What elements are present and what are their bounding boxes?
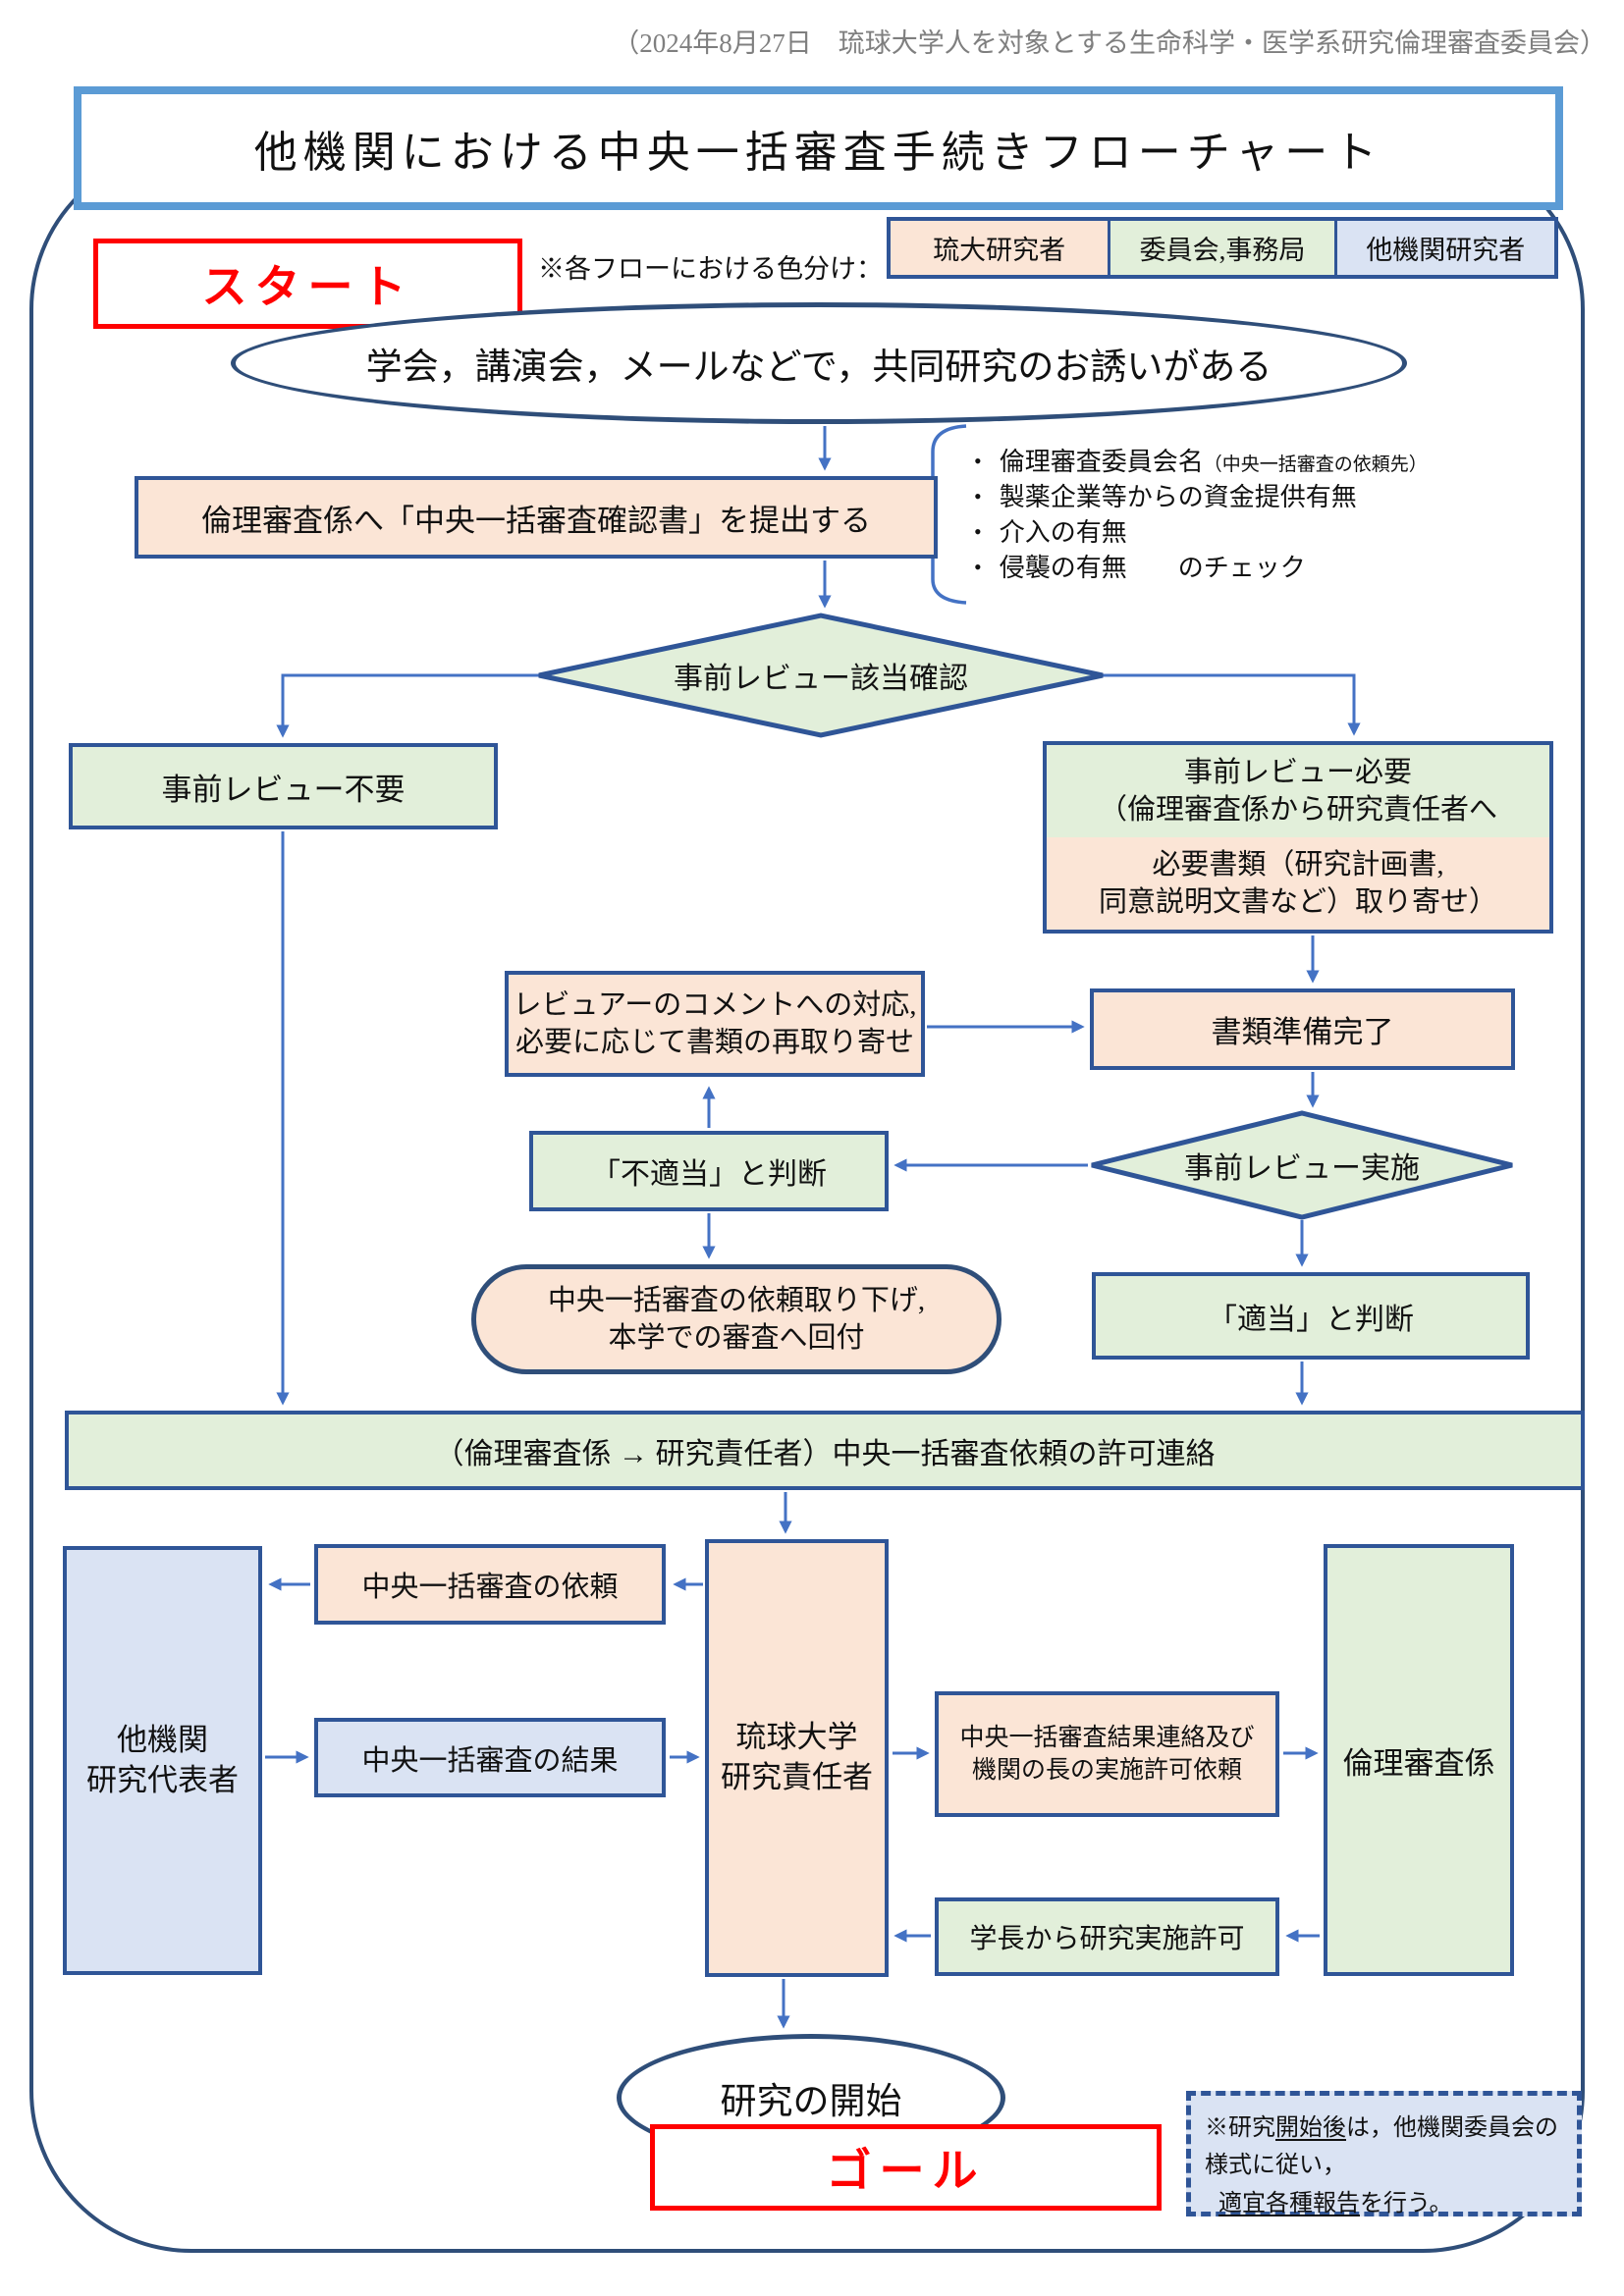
node-judged-inappropriate: 「不適当」と判断 [529, 1131, 889, 1211]
node-prereview-not-needed: 事前レビュー不要 [69, 743, 498, 829]
node-permission-bar: （倫理審査係 → 研究責任者）中央一括審査依頼の許可連絡 [65, 1411, 1585, 1490]
legend-item-committee: 委員会,事務局 [1108, 221, 1334, 275]
diamond-prereview-conduct [1091, 1110, 1513, 1220]
goal-badge: ゴール [650, 2124, 1162, 2211]
text-line: 琉球大学 [735, 1720, 858, 1755]
checklist-item-text: 侵襲の有無 のチェック [999, 554, 1306, 582]
checklist-item: 製薬企業等からの資金提供有無 [974, 477, 1428, 512]
checklist-item-text: 製薬企業等からの資金提供有無 [999, 483, 1357, 511]
node-docs-ready: 書類準備完了 [1090, 988, 1515, 1070]
checklist-item: 侵襲の有無 のチェック [974, 548, 1428, 583]
checklist-item-note: （中央一括審査の依頼先） [1203, 454, 1428, 475]
node-prereview-needed-text: 事前レビュー必要 （倫理審査係から研究責任者へ [1047, 745, 1549, 837]
text-line: 事前レビュー必要 [1183, 756, 1412, 788]
node-prereview-check-label: 事前レビュー該当確認 [674, 663, 968, 695]
node-reviewer-comment: レビュアーのコメントへの対応, 必要に応じて書類の再取り寄せ [505, 971, 925, 1077]
node-invitation: 学会，講演会，メールなどで，共同研究のお誘いがある [231, 302, 1407, 424]
note-text: は，他機関委員会の様式に従い， [1205, 2115, 1558, 2179]
node-president-permission: 学長から研究実施許可 [935, 1897, 1279, 1976]
checklist-item: 倫理審査委員会名 （中央一括審査の依頼先） [974, 442, 1428, 477]
checklist: 倫理審査委員会名 （中央一括審査の依頼先） 製薬企業等からの資金提供有無 介入の… [974, 442, 1428, 583]
node-central-review-request: 中央一括審査の依頼 [314, 1544, 666, 1625]
node-judged-appropriate: 「適当」と判断 [1092, 1272, 1530, 1360]
legend: 琉大研究者 委員会,事務局 他機関研究者 [887, 217, 1558, 279]
text-line: 同意説明文書など）取り寄せ） [1098, 886, 1497, 918]
note-text-underlined: 適宜各種報告 [1218, 2190, 1360, 2216]
node-ryukyu-pi: 琉球大学 研究責任者 [705, 1539, 889, 1977]
node-submit-form: 倫理審査係へ「中央一括審査確認書」を提出する [135, 476, 938, 559]
node-withdraw: 中央一括審査の依頼取り下げ, 本学での審査へ回付 [471, 1264, 1001, 1374]
legend-item-ryudai: 琉大研究者 [891, 221, 1109, 275]
node-central-review-result: 中央一括審査の結果 [314, 1718, 666, 1797]
node-prereview-needed: 事前レビュー必要 （倫理審査係から研究責任者へ 必要書類（研究計画書, 同意説明… [1043, 741, 1553, 934]
text-line: 中央一括審査の依頼取り下げ, [547, 1284, 926, 1316]
post-start-note: ※研究開始後は，他機関委員会の様式に従い， 適宜各種報告を行う。 [1186, 2091, 1582, 2216]
page-title: 他機関における中央一括審査手続きフローチャート [74, 86, 1563, 210]
text-line: 必要書類（研究計画書, [1152, 848, 1444, 881]
note-text-underlined: 開始後 [1275, 2115, 1346, 2141]
header-credit: （2024年8月27日 琉球大学人を対象とする生命科学・医学系研究倫理審査委員会… [613, 28, 1606, 58]
start-badge: スタート [93, 239, 522, 329]
text-line: （倫理審査係から研究責任者へ [1098, 794, 1497, 826]
text-line: 機関の長の実施許可依頼 [971, 1757, 1242, 1784]
legend-item-other-institution: 他機関研究者 [1333, 221, 1554, 275]
node-documents-fetch: 必要書類（研究計画書, 同意説明文書など）取り寄せ） [1047, 837, 1549, 930]
node-result-notice: 中央一括審査結果連絡及び 機関の長の実施許可依頼 [935, 1691, 1279, 1817]
node-ethics-section: 倫理審査係 [1324, 1544, 1514, 1976]
text-line: 必要に応じて書類の再取り寄せ [514, 1027, 914, 1058]
text-line: 中央一括審査結果連絡及び [959, 1725, 1255, 1751]
text-line: レビュアーのコメントへの対応, [513, 988, 917, 1021]
node-prereview-conduct-label: 事前レビュー実施 [1184, 1152, 1420, 1185]
checklist-item-text: 介入の有無 [999, 518, 1127, 547]
node-other-institution-pi: 他機関 研究代表者 [63, 1546, 262, 1975]
text-line: 研究代表者 [86, 1762, 239, 1797]
diamond-prereview-check [538, 613, 1104, 738]
text-line: 研究責任者 [721, 1760, 873, 1794]
checklist-item-text: 倫理審査委員会名 [999, 448, 1204, 476]
text-line: 本学での審査へ回付 [608, 1322, 865, 1354]
note-text: ※研究 [1205, 2115, 1275, 2141]
checklist-item: 介入の有無 [974, 512, 1428, 548]
note-text: を行う。 [1360, 2190, 1453, 2216]
legend-label: ※各フローにおける色分け： [538, 254, 883, 284]
text-line: 他機関 [117, 1722, 208, 1757]
